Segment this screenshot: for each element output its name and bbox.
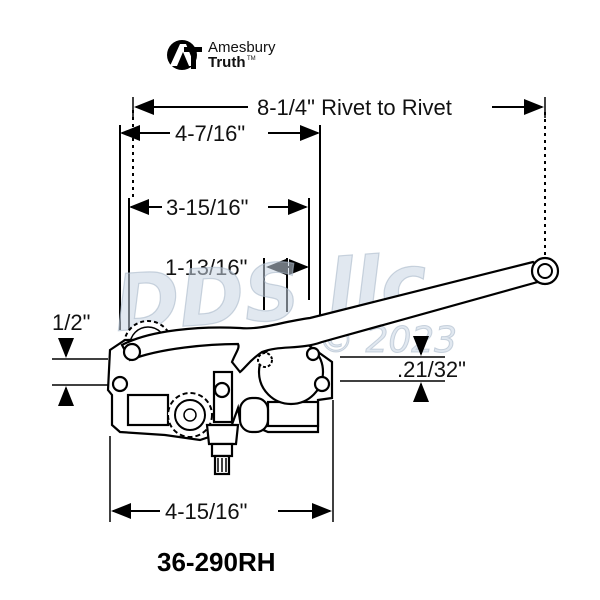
at-monogram-icon xyxy=(167,40,202,70)
dimension-1-13-16: 1-13/16" xyxy=(165,255,309,280)
operator-housing xyxy=(106,320,334,476)
label-1-2: 1/2" xyxy=(52,310,90,335)
dimension-rivet-to-rivet: 8-1/4" Rivet to Rivet xyxy=(132,95,546,120)
arm-pivot-rivet xyxy=(122,342,142,362)
label-3-15-16: 3-15/16" xyxy=(166,195,248,220)
operator-arm xyxy=(120,256,560,374)
dimension-4-7-16: 4-7/16" xyxy=(120,121,320,146)
part-number: 36-290RH xyxy=(157,547,276,577)
label-4-15-16: 4-15/16" xyxy=(165,499,247,524)
spline-shaft xyxy=(205,423,240,476)
amesbury-truth-logo: Amesbury Truth TM xyxy=(167,39,276,71)
dimension-21-32: .21/32" xyxy=(340,336,466,402)
extension-lines xyxy=(119,110,546,330)
label-rivet-to-rivet: 8-1/4" Rivet to Rivet xyxy=(257,95,452,120)
arm-link-rivet xyxy=(257,352,273,368)
dimension-3-15-16: 3-15/16" xyxy=(129,195,308,220)
arm-end-rivet-icon xyxy=(530,256,560,286)
label-1-13-16: 1-13/16" xyxy=(165,255,247,280)
label-21-32: .21/32" xyxy=(397,357,466,382)
drive-gear-icon xyxy=(167,392,213,438)
right-cutout xyxy=(266,400,320,428)
brand-trademark: TM xyxy=(247,56,256,62)
dimension-4-15-16: 4-15/16" xyxy=(109,400,334,524)
brand-name-line1: Amesbury xyxy=(208,39,276,56)
brand-name-line2: Truth xyxy=(208,54,246,71)
dimension-1-2: 1/2" xyxy=(52,310,108,406)
left-cutout xyxy=(126,393,170,427)
label-4-7-16: 4-7/16" xyxy=(175,121,245,146)
